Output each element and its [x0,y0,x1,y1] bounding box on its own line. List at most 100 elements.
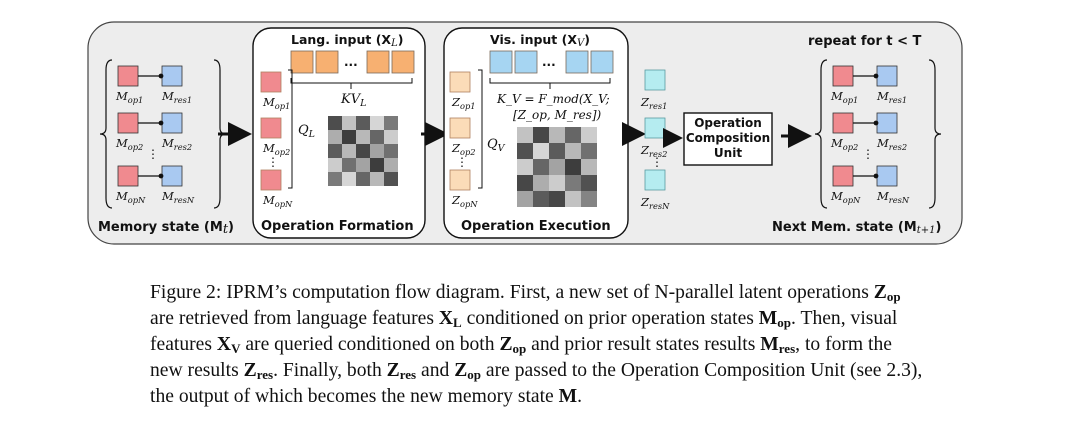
formation-matrix-cell [370,158,384,172]
composition-unit-line2: Composition [686,131,770,145]
next-memory-state-op-label: Mop2 [830,136,858,152]
formation-matrix-cell [328,158,342,172]
formation-matrix-cell [328,144,342,158]
execution-op-label: Zop2 [451,141,476,157]
execution-matrix-cell [581,143,597,159]
execution-matrix-cell [533,191,549,207]
execution-matrix-cell [517,159,533,175]
next-memory-state-op-label: Mop1 [830,89,858,105]
execution-matrix-cell [549,143,565,159]
execution-matrix-cell [517,175,533,191]
execution-matrix-cell [549,191,565,207]
next-memory-state-link-dot [873,120,879,126]
next-memory-state-res-label: MresN [876,189,910,205]
composition-unit-line3: Unit [714,146,742,160]
execution-matrix-cell [565,127,581,143]
memory-state-vdots: ⋮ [147,147,159,161]
formation-matrix-cell [356,130,370,144]
q-v-label: QV [487,137,506,154]
memory-state-left-brace [99,59,113,209]
formation-matrix-cell [342,144,356,158]
execution-matrix-cell [565,175,581,191]
result-label: Zres1 [640,95,667,111]
next-memory-state-op-cell [832,65,854,87]
composition-unit-line1: Operation [694,116,762,130]
memory-state-op-label: Mop2 [115,136,143,152]
formation-matrix-cell [356,158,370,172]
formation-matrix-cell [342,130,356,144]
next-memory-state-op-label: MopN [830,189,861,205]
formation-op-cell [260,169,282,191]
execution-attention-matrix [517,127,597,207]
execution-matrix-cell [533,175,549,191]
lang-token [391,50,415,74]
formation-op-label: Mop1 [262,95,290,111]
vis-token [565,50,589,74]
vis-token [590,50,614,74]
result-cell [644,117,666,139]
next-memory-state-link-dot [873,173,879,179]
formation-matrix-cell [384,172,398,186]
formation-op-label: MopN [262,193,293,209]
memory-state-res-cell [161,165,183,187]
memory-state-res-label: Mres1 [161,89,192,105]
next-memory-state-res-cell [876,65,898,87]
execution-matrix-cell [565,143,581,159]
kv-v-formula-line1: K_V = F_mod(X_V; [496,92,610,106]
formation-matrix-cell [356,144,370,158]
result-vdots: ⋮ [651,155,663,169]
caption-line-2: are retrieved from language features XL … [150,308,898,330]
execution-matrix-cell [517,143,533,159]
execution-op-cell [449,71,471,93]
formation-matrix-cell [356,116,370,130]
formation-matrix-cell [342,158,356,172]
memory-state-link-dot [158,73,164,79]
memory-state-link-dot [158,173,164,179]
lang-token-row [290,50,415,74]
execution-matrix-cell [549,175,565,191]
next-memory-state-res-label: Mres1 [876,89,907,105]
execution-matrix-cell [517,191,533,207]
repeat-label: repeat for t < T [808,34,922,49]
operation-composition-unit-box [683,112,773,166]
memory-state-op-label: Mop1 [115,89,143,105]
execution-matrix-cell [533,127,549,143]
formation-matrix-cell [370,116,384,130]
formation-matrix-cell [342,116,356,130]
next-memory-state-res-cell [876,165,898,187]
next-memory-state-left-brace [814,59,828,209]
formation-op-cell [260,117,282,139]
formation-matrix-cell [328,116,342,130]
lang-input-label: Lang. input (XL) [291,32,403,49]
execution-matrix-cell [581,159,597,175]
execution-op-label: ZopN [451,193,478,209]
vis-ellipsis: ... [542,55,556,69]
lang-token [290,50,314,74]
caption-line-5: the output of which becomes the new memo… [150,386,583,407]
kv-v-formula-line2: [Z_op, M_res]) [513,108,602,122]
formation-matrix-cell [384,144,398,158]
formation-matrix-cell [370,172,384,186]
lang-ellipsis: ... [344,55,358,69]
next-memory-state-op-cell [832,165,854,187]
memory-state-res-cell [161,112,183,134]
memory-state-res-cell [161,65,183,87]
next-memory-state-op-cell [832,112,854,134]
next-memory-state-res-label: Mres2 [876,136,907,152]
caption-line-1: Figure 2: IPRM’s computation flow diagra… [150,282,901,304]
execution-matrix-cell [533,143,549,159]
vis-token-row [489,50,614,74]
execution-op-cell [449,117,471,139]
memory-state-title: Memory state (Mt) [98,220,234,237]
execution-matrix-cell [581,127,597,143]
next-memory-state-right-brace [928,59,942,209]
formation-matrix-cell [342,172,356,186]
formation-op-vdots: ⋮ [267,155,279,169]
formation-matrix-cell [384,158,398,172]
memory-state-op-cell [117,165,139,187]
vis-input-label: Vis. input (XV) [490,32,590,49]
